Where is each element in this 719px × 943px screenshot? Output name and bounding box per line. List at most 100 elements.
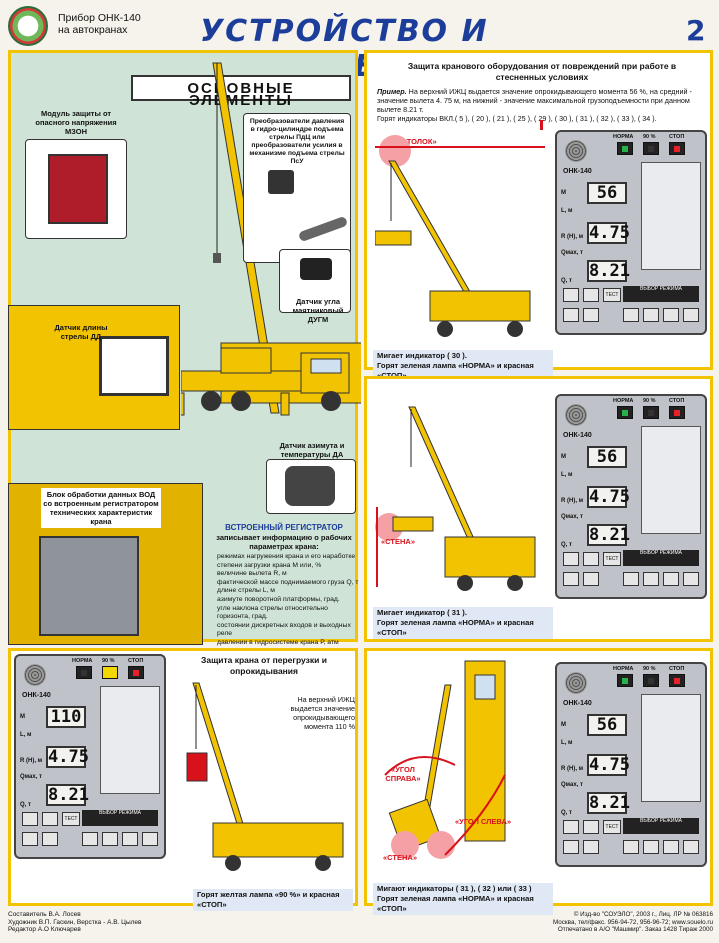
publisher-logo-icon xyxy=(8,6,48,46)
mode-selector[interactable]: ВЫБОР РЕЖИМА xyxy=(623,550,699,566)
panel-button[interactable] xyxy=(643,308,659,322)
panel-button[interactable] xyxy=(683,840,699,854)
pressure-sensor-icon xyxy=(268,170,294,194)
mode-selector[interactable]: ВЫБОР РЕЖИМА xyxy=(82,810,158,826)
panel-button[interactable] xyxy=(663,308,679,322)
panel-button[interactable] xyxy=(22,812,38,826)
panel-button[interactable] xyxy=(583,572,599,586)
lamp-label-90: 90 % xyxy=(643,666,656,672)
test-button[interactable]: ТЕСТ xyxy=(603,552,621,566)
test-button[interactable]: ТЕСТ xyxy=(603,288,621,302)
lamp-norma xyxy=(617,674,633,687)
cabin-icon xyxy=(99,336,169,396)
panel-button[interactable] xyxy=(643,840,659,854)
panel-button[interactable] xyxy=(563,572,579,586)
panel-button[interactable] xyxy=(122,832,138,846)
panel-button[interactable] xyxy=(683,572,699,586)
panel-button[interactable] xyxy=(663,572,679,586)
panel-button[interactable] xyxy=(563,840,579,854)
lamp-90 xyxy=(643,406,659,419)
panel-button[interactable] xyxy=(663,840,679,854)
scene1-caption-line2: Горят зеленая лампа «НОРМА» и красная «С… xyxy=(377,361,534,380)
main-elements-section: ОСНОВНЫЕ ЭЛЕМЕНТЫ Модуль защиты от опасн… xyxy=(8,50,361,655)
registrator-item: азимуте поворотной платформы, град. xyxy=(217,595,340,603)
mode-selector[interactable]: ВЫБОР РЕЖИМА xyxy=(623,286,699,302)
pressure-label: Преобразователи давления в гидро-цилиндр… xyxy=(249,118,345,165)
main-elements-title: ОСНОВНЫЕ ЭЛЕМЕНТЫ xyxy=(187,80,295,109)
display-top: 56 xyxy=(587,182,627,204)
panel-button[interactable] xyxy=(583,288,599,302)
lamp-label-90: 90 % xyxy=(643,134,656,140)
label-l: L, м xyxy=(561,208,573,214)
panel-button[interactable] xyxy=(563,552,579,566)
lamp-label-norma: НОРМА xyxy=(613,398,634,404)
footer-contacts: Москва, тел/факс. 956-94-72, 956-96-72; … xyxy=(552,918,713,926)
panel-button[interactable] xyxy=(623,308,639,322)
lamp-label-stop: СТОП xyxy=(669,666,685,672)
lamp-90 xyxy=(102,666,118,679)
panel-button[interactable] xyxy=(42,832,58,846)
scene1-tag: «ПОТОЛОК» xyxy=(391,137,437,146)
speaker-icon xyxy=(24,664,46,686)
example-text: На верхний ИЖЦ выдается значение опрокид… xyxy=(377,87,692,114)
lamp-stop xyxy=(669,674,685,687)
label-m: М xyxy=(561,190,566,196)
label-r: R (H), м xyxy=(561,234,584,240)
scene3-tag-wall: «СТЕНА» xyxy=(383,853,417,862)
panel-button[interactable] xyxy=(82,832,98,846)
speaker-icon xyxy=(565,672,587,694)
lamp-label-90: 90 % xyxy=(102,658,115,664)
main-elements-title-box: ОСНОВНЫЕ ЭЛЕМЕНТЫ xyxy=(131,75,351,108)
display-bot: 8.21 xyxy=(587,792,630,814)
boom-position-icon xyxy=(641,162,701,270)
panel-button[interactable] xyxy=(563,820,579,834)
length-label: Датчик длины стрелы ДД xyxy=(54,323,108,341)
scene2-caption: Мигает индикатор ( 31 ). Горят зеленая л… xyxy=(373,607,553,639)
label-qmax: Qмах, т xyxy=(20,774,42,780)
scene2-tag: «СТЕНА» xyxy=(381,537,415,546)
panel-button[interactable] xyxy=(683,308,699,322)
panel-button[interactable] xyxy=(583,308,599,322)
overload-caption: Горят желтая лампа «90 %» и красная «СТО… xyxy=(193,889,353,911)
test-button[interactable]: ТЕСТ xyxy=(603,820,621,834)
device-line2: на автокранах xyxy=(58,24,128,36)
panel-button[interactable] xyxy=(583,820,599,834)
main-truck-illustration xyxy=(181,347,350,416)
footer-credits: Составитель В.А. Лосев Художник В.П. Гас… xyxy=(8,911,268,934)
label-q: Q, т xyxy=(561,542,572,548)
mzon-module-icon xyxy=(48,154,108,224)
lamp-label-90: 90 % xyxy=(643,398,656,404)
panel-button[interactable] xyxy=(42,812,58,826)
panel-button[interactable] xyxy=(142,832,158,846)
connector-1 xyxy=(540,120,543,130)
example-indicators: Горят индикаторы ВКЛ.( 5 ), ( 20 ), ( 21… xyxy=(377,114,657,123)
panel-button[interactable] xyxy=(583,840,599,854)
display-mid: 4.75 xyxy=(587,486,630,508)
panel-button[interactable] xyxy=(623,840,639,854)
scene2-caption-line2: Горят зеленая лампа «НОРМА» и красная «С… xyxy=(377,618,534,637)
label-r: R (H), м xyxy=(20,758,43,764)
mode-selector[interactable]: ВЫБОР РЕЖИМА xyxy=(623,818,699,834)
panel-button[interactable] xyxy=(583,552,599,566)
panel-button[interactable] xyxy=(563,308,579,322)
label-qmax: Qмах, т xyxy=(561,782,583,788)
panel-button[interactable] xyxy=(22,832,38,846)
lamp-label-norma: НОРМА xyxy=(72,658,93,664)
label-r: R (H), м xyxy=(561,766,584,772)
page-number: 2 xyxy=(686,14,706,47)
label-m: М xyxy=(561,454,566,460)
label-l: L, м xyxy=(20,732,32,738)
test-button[interactable]: ТЕСТ xyxy=(62,812,80,826)
panel-button[interactable] xyxy=(102,832,118,846)
lamp-stop xyxy=(669,406,685,419)
panel-button[interactable] xyxy=(623,572,639,586)
label-l: L, м xyxy=(561,472,573,478)
lamp-label-stop: СТОП xyxy=(669,134,685,140)
label-qmax: Qмах, т xyxy=(561,514,583,520)
panel-button[interactable] xyxy=(643,572,659,586)
panel-button[interactable] xyxy=(563,288,579,302)
